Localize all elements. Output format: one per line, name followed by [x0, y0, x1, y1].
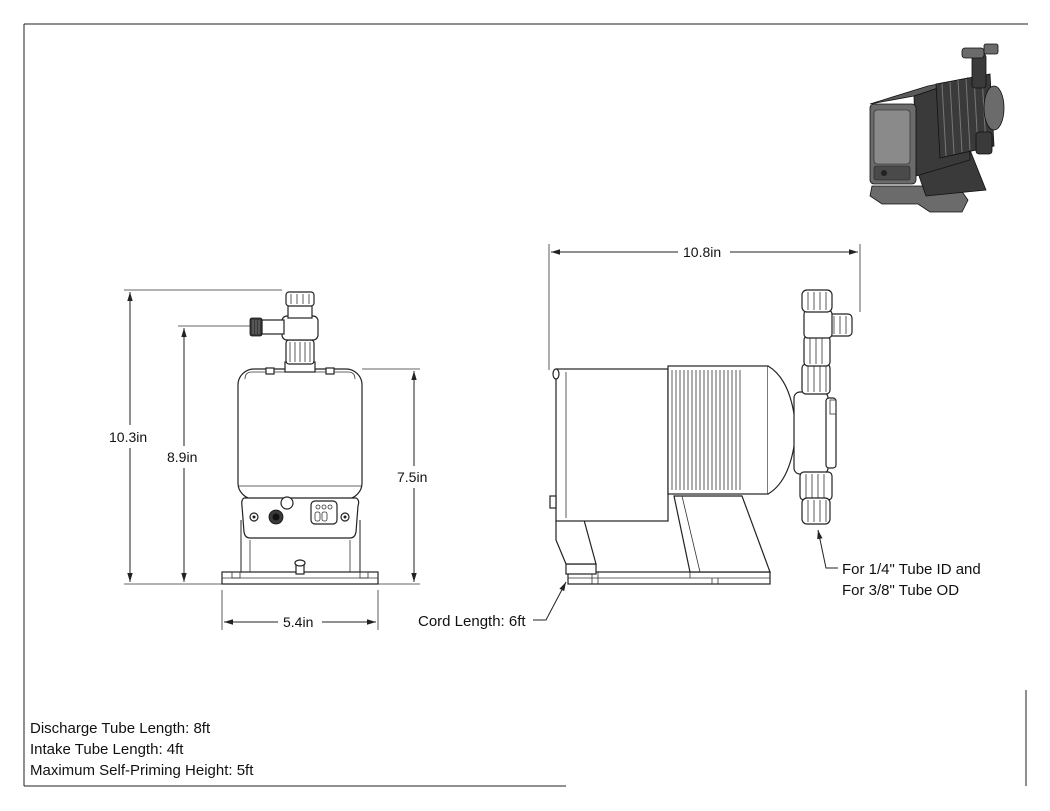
callout-tube-line2: For 3/8" Tube OD	[842, 582, 959, 599]
dimension-height-overall: 10.3in	[109, 429, 147, 445]
dimension-height-body: 7.5in	[397, 469, 427, 485]
callout-tube-line1: For 1/4" Tube ID and	[842, 561, 981, 578]
dimension-lines-side	[548, 244, 861, 370]
leader-lines	[533, 529, 838, 621]
callout-cord-length: Cord Length: 6ft	[418, 613, 526, 630]
dimension-lines-front	[124, 289, 420, 630]
side-view-pump	[549, 289, 853, 585]
dimension-width-side: 10.8in	[683, 244, 721, 260]
dimension-width-front: 5.4in	[283, 614, 313, 630]
note-intake-tube: Intake Tube Length: 4ft	[30, 741, 184, 758]
dimension-height-knob: 8.9in	[167, 449, 197, 465]
note-discharge-tube: Discharge Tube Length: 8ft	[30, 720, 211, 737]
front-view-pump	[221, 291, 379, 585]
sheet-border	[23, 23, 1028, 787]
note-self-priming: Maximum Self-Priming Height: 5ft	[30, 762, 254, 779]
pump-isometric-thumbnail	[869, 43, 1005, 213]
